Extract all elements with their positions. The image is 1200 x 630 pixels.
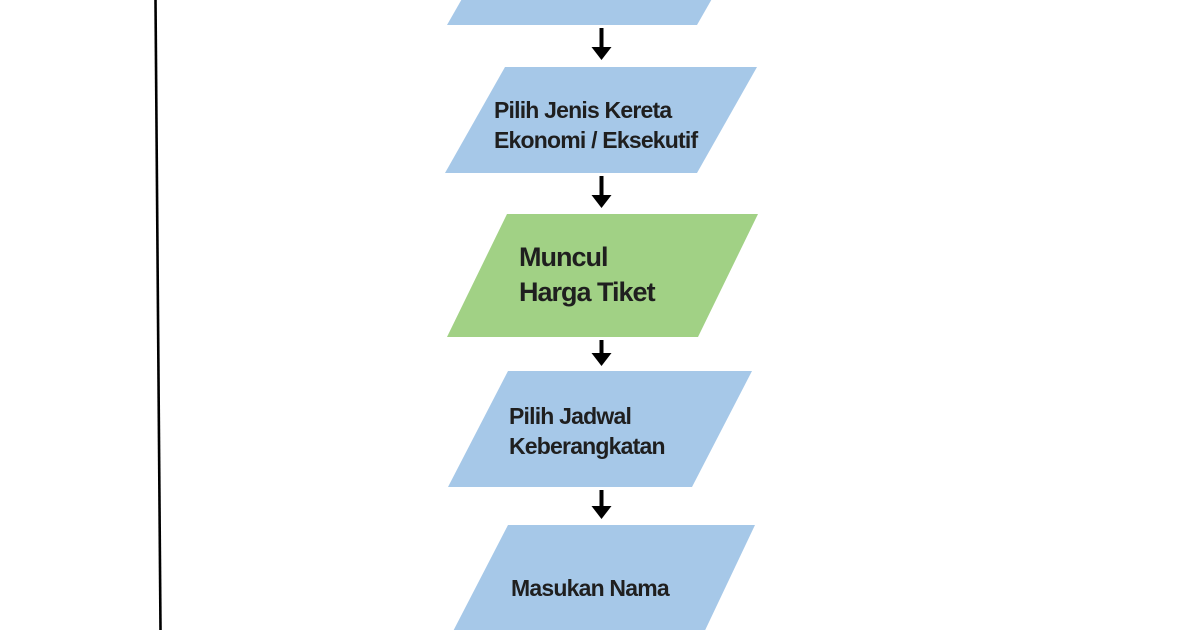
arrowhead-down-icon	[591, 353, 612, 366]
label-line-2: Harga Tiket	[519, 277, 656, 307]
label-line-1: Pilih Jenis Kereta	[494, 97, 672, 123]
label-line-1: Muncul	[519, 242, 608, 272]
label-masukan-nama: Masukan Nama	[511, 573, 670, 603]
node-masukan-nama	[453, 525, 755, 630]
label-pilih-jenis-kereta: Pilih Jenis Kereta Ekonomi / Eksekutif	[494, 95, 698, 155]
label-line-1: Pilih Jadwal	[509, 403, 632, 429]
page-border-line	[154, 0, 162, 630]
node-top-partial	[447, 0, 712, 25]
label-line-2: Keberangkatan	[509, 433, 666, 459]
arrowhead-down-icon	[591, 47, 612, 60]
label-line-2: Ekonomi / Eksekutif	[494, 127, 698, 153]
label-muncul-harga-tiket: Muncul Harga Tiket	[519, 240, 656, 310]
label-pilih-jadwal: Pilih Jadwal Keberangkatan	[509, 401, 666, 461]
arrowhead-down-icon	[591, 506, 612, 519]
connector-arrow-1	[591, 28, 612, 60]
connector-arrow-2	[591, 176, 612, 208]
node-pilih-jadwal	[448, 371, 752, 487]
arrowhead-down-icon	[591, 195, 612, 208]
connector-arrow-4	[591, 490, 612, 519]
node-muncul-harga-tiket	[447, 214, 758, 337]
label-line-1: Masukan Nama	[511, 575, 670, 601]
node-pilih-jenis-kereta	[445, 67, 757, 173]
connector-arrow-3	[591, 340, 612, 366]
